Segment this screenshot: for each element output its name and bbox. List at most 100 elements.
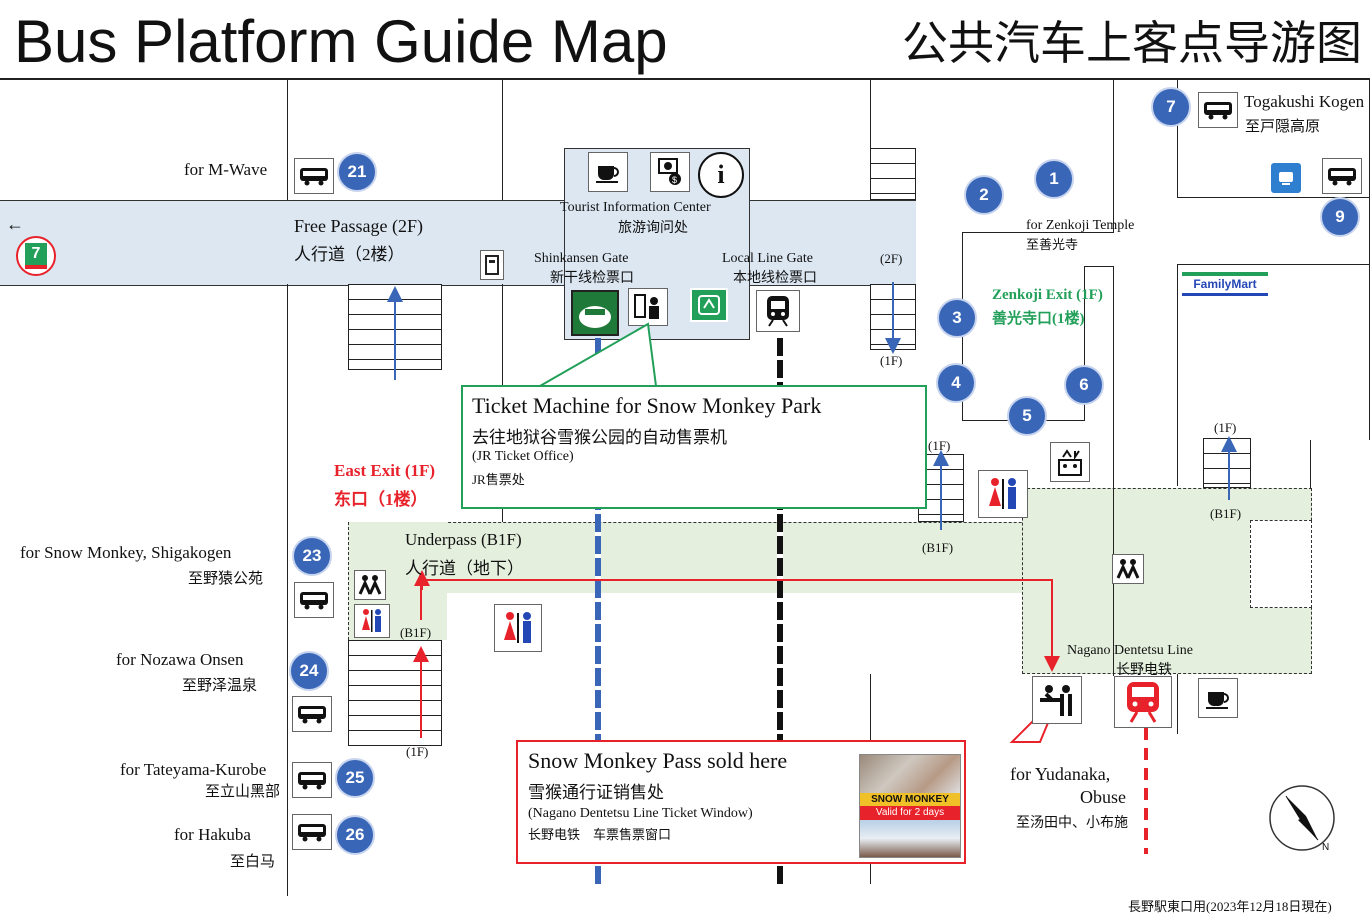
shinkansen-gate-label: Shinkansen Gate [534,251,629,266]
snow-monkey-pass-callout: Snow Monkey Pass sold here 雪猴通行证销售处 (Nag… [516,740,966,864]
restroom-icon-center [494,604,542,652]
floor-label-b1f-c: (B1F) [400,625,432,640]
ticket-machine-callout: Ticket Machine for Snow Monkey Park 去往地狱… [461,385,927,509]
shinkansen-icon [571,290,619,336]
restroom-icon-east [978,470,1028,518]
bus-stop-25-marker: 25 [335,758,375,798]
page-title: Bus Platform Guide Map [14,8,668,75]
bus-stop-24-label: for Nozawa Onsen [116,650,244,669]
local-gate-label: Local Line Gate [722,251,813,266]
bus-stop-21-label: for M-Wave [184,160,268,179]
title-divider [0,78,1370,80]
green-seat-ticket-icon [690,288,728,322]
bus-stop-26-marker: 26 [335,815,375,855]
restroom-icon-west [354,604,390,638]
bus-icon-9 [1322,158,1362,194]
bus-icon-7 [1198,92,1238,128]
page-title-chinese: 公共汽车上客点导游图 [902,18,1362,69]
floor-label-1f-b: (1F) [928,438,951,453]
ticket-callout-cn: 去往地狱谷雪猴公园的自动售票机 [472,428,727,447]
coin-locker-icon [480,250,504,280]
floor-label-b1f-a: (B1F) [922,540,954,555]
compass-north-label: N [1322,842,1330,853]
stairs-2f-east [870,148,916,200]
floor-label-1f-c: (1F) [1214,420,1237,435]
bus-icon-26 [292,814,332,850]
waiting-seat-icon-west [354,570,386,600]
floor-label-2f: (2F) [880,251,903,266]
dentetsu-label: Nagano Dentetsu Line [1067,643,1193,658]
bus-stop-9-marker: 9 [1320,197,1360,237]
bus-stop-24-marker: 24 [289,651,329,691]
arrow-left-icon: ← [6,214,24,234]
dentetsu-track [1144,728,1148,854]
ticket-callout-sub: (JR Ticket Office) [472,449,574,464]
yudanaka-label: for Yudanaka, [1010,764,1111,784]
footer-note: 長野駅東口用(2023年12月18日現在) [1128,899,1332,914]
familymart-logo: FamilyMart [1182,272,1268,296]
bus-stop-3-marker: 3 [937,298,977,338]
cafe-icon-east [1198,678,1238,718]
bus-stop-4-marker: 4 [936,363,976,403]
bus-icon-24 [292,696,332,732]
local-line-track [777,338,783,886]
seven-eleven-logo: 7 [16,236,56,276]
dentetsu-train-icon [1114,676,1172,728]
bus-icon-21 [294,158,334,194]
bus-stop-26-label-cn: 至白马 [230,854,276,870]
east-exit-label: East Exit (1F) [334,461,436,480]
bus-stop-6-marker: 6 [1064,365,1104,405]
bus-stop-5-marker: 5 [1007,396,1047,436]
familymart-label: FamilyMart [1193,277,1257,291]
bus-stop-7-label: Togakushi Kogen [1244,92,1365,111]
floor-label-b1f-b: (B1F) [1210,506,1242,521]
pass-callout-sub: (Nagano Dentetsu Line Ticket Window) [528,806,753,821]
information-icon: i [698,152,744,198]
shinkansen-gate-label-cn: 新干线检票口 [550,271,634,286]
free-passage-label-cn: 人行道（2楼） [294,245,405,264]
bus-stop-2-marker: 2 [964,175,1004,215]
pass-callout-cn: 雪猴通行证销售处 [528,783,664,802]
tourist-info-label: Tourist Information Center [560,200,711,215]
waiting-seat-icon-east [1112,554,1144,584]
ticket-machine-icon [628,288,668,326]
tourist-info-label-cn: 旅游询问处 [618,221,688,236]
compass-icon [1269,785,1335,851]
pass-callout-title: Snow Monkey Pass sold here [528,748,788,773]
pass-photo-label: SNOW MONKEY [860,793,960,806]
east-exit-label-cn: 东口（1楼） [334,490,428,509]
free-passage-label: Free Passage (2F) [294,216,423,236]
pass-photo-sub: Valid for 2 days [860,806,960,820]
bus-stop-21-marker: 21 [337,152,377,192]
bus-stop-26-label: for Hakuba [174,825,251,844]
bus-stop-25-label: for Tateyama-Kurobe [120,760,267,779]
ticket-window-icon [1032,676,1082,724]
floor-label-1f-a: (1F) [880,353,903,368]
elevator-icon [1050,442,1090,482]
bus-stop-24-label-cn: 至野泽温泉 [182,678,258,694]
snow-monkey-pass-photo: SNOW MONKEY Valid for 2 days [859,754,961,858]
underpass-label-cn: 人行道（地下） [405,559,524,578]
zenkoji-exit-label: Zenkoji Exit (1F) [992,287,1103,303]
ticket-callout-title: Ticket Machine for Snow Monkey Park [472,393,822,418]
cafe-icon [588,152,628,192]
svg-text:$: $ [672,175,677,185]
free-passage-area [0,200,916,286]
zenkoji-temple-label: for Zenkoji Temple [1026,218,1135,233]
bus-stop-23-label-cn: 至野猿公苑 [188,571,264,587]
underpass-label: Underpass (B1F) [405,530,522,549]
zenkoji-temple-label-cn: 至善光寺 [1026,237,1079,252]
pass-callout-sub-cn: 长野电铁 车票售票窗口 [528,827,672,842]
bus-stop-23-label: for Snow Monkey, Shigakogen [20,543,232,562]
currency-exchange-icon: $ [650,152,690,192]
shinkansen-track [595,338,601,886]
local-gate-label-cn: 本地线检票口 [733,271,817,286]
bus-stop-23-marker: 23 [292,536,332,576]
dentetsu-label-cn: 长野电铁 [1116,663,1172,678]
lawson-station-icon [1270,162,1302,194]
bus-stop-1-marker: 1 [1034,159,1074,199]
bus-icon-23 [294,582,334,618]
ticket-callout-sub-cn: JR售票处 [472,472,525,487]
zenkoji-exit-label-cn: 善光寺口(1楼) [992,311,1085,327]
